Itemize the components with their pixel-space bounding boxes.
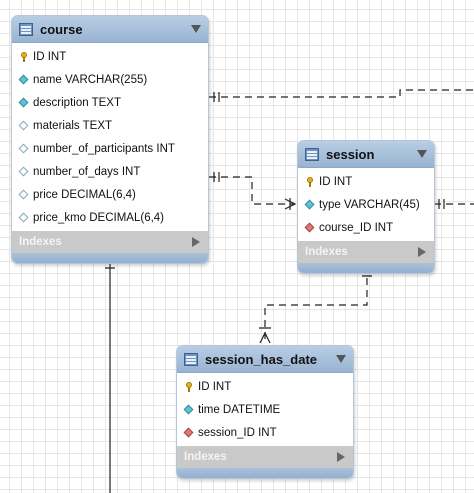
- nullable-diamond-icon: [19, 213, 29, 223]
- not-null-diamond-icon: [184, 405, 194, 415]
- not-null-diamond-icon: [305, 200, 315, 210]
- table-title: course: [40, 21, 83, 37]
- foreign-key-diamond-icon: [184, 428, 194, 438]
- column-row[interactable]: price DECIMAL(6,4): [12, 183, 208, 206]
- indexes-section[interactable]: Indexes: [12, 231, 208, 253]
- table-footer: [12, 253, 208, 263]
- column-label: name VARCHAR(255): [33, 73, 148, 86]
- column-row[interactable]: price_kmo DECIMAL(6,4): [12, 206, 208, 229]
- table-icon: [184, 352, 198, 366]
- collapse-arrow-icon[interactable]: [191, 25, 201, 33]
- collapse-arrow-icon[interactable]: [417, 150, 427, 158]
- many-marker: [259, 327, 271, 344]
- column-label: type VARCHAR(45): [319, 198, 420, 211]
- table-course[interactable]: course ID INT name VARCHAR(255) descript…: [11, 15, 209, 264]
- table-header[interactable]: session: [298, 141, 434, 168]
- collapse-arrow-icon[interactable]: [336, 355, 346, 363]
- relationship-session-sessionhasdate[interactable]: [264, 266, 368, 343]
- one-marker: [438, 199, 445, 209]
- nullable-diamond-icon: [19, 121, 29, 131]
- table-footer: [298, 263, 434, 273]
- column-row[interactable]: type VARCHAR(45): [298, 193, 434, 216]
- expand-arrow-icon[interactable]: [192, 237, 200, 247]
- column-label: price DECIMAL(6,4): [33, 188, 136, 201]
- column-label: session_ID INT: [198, 426, 277, 439]
- column-row[interactable]: number_of_participants INT: [12, 137, 208, 160]
- column-label: ID INT: [319, 175, 353, 188]
- indexes-label: Indexes: [184, 451, 227, 463]
- table-footer: [177, 468, 353, 478]
- not-null-diamond-icon: [19, 98, 29, 108]
- column-label: ID INT: [33, 50, 67, 63]
- column-label: ID INT: [198, 380, 232, 393]
- column-label: price_kmo DECIMAL(6,4): [33, 211, 165, 224]
- indexes-section[interactable]: Indexes: [177, 446, 353, 468]
- table-title: session: [326, 146, 375, 162]
- key-icon: [184, 381, 194, 392]
- column-row[interactable]: course_ID INT: [298, 216, 434, 239]
- indexes-section[interactable]: Indexes: [298, 241, 434, 263]
- column-row[interactable]: name VARCHAR(255): [12, 68, 208, 91]
- column-row[interactable]: session_ID INT: [177, 421, 353, 444]
- column-label: number_of_participants INT: [33, 142, 175, 155]
- table-title: session_has_date: [205, 351, 318, 367]
- table-header[interactable]: course: [12, 16, 208, 43]
- key-icon: [305, 176, 315, 187]
- column-row[interactable]: ID INT: [298, 170, 434, 193]
- column-label: number_of_days INT: [33, 165, 141, 178]
- one-marker: [213, 92, 220, 102]
- column-row[interactable]: time DATETIME: [177, 398, 353, 421]
- nullable-diamond-icon: [19, 144, 29, 154]
- table-icon: [305, 147, 319, 161]
- column-row[interactable]: ID INT: [177, 375, 353, 398]
- indexes-label: Indexes: [19, 236, 62, 248]
- foreign-key-diamond-icon: [305, 223, 315, 233]
- expand-arrow-icon[interactable]: [418, 247, 426, 257]
- table-session-has-date[interactable]: session_has_date ID INT time DATETIME se…: [176, 345, 354, 479]
- column-label: course_ID INT: [319, 221, 394, 234]
- nullable-diamond-icon: [19, 190, 29, 200]
- table-icon: [19, 22, 33, 36]
- column-label: description TEXT: [33, 96, 121, 109]
- one-marker: [213, 172, 220, 182]
- table-session[interactable]: session ID INT type VARCHAR(45) course_I…: [297, 140, 435, 274]
- key-icon: [19, 51, 29, 62]
- many-marker: [284, 198, 297, 210]
- column-row[interactable]: ID INT: [12, 45, 208, 68]
- expand-arrow-icon[interactable]: [337, 452, 345, 462]
- column-row[interactable]: materials TEXT: [12, 114, 208, 137]
- column-row[interactable]: number_of_days INT: [12, 160, 208, 183]
- column-label: time DATETIME: [198, 403, 281, 416]
- relationship-course-offscreen[interactable]: [209, 89, 474, 98]
- relationship-course-session[interactable]: [209, 176, 295, 205]
- column-label: materials TEXT: [33, 119, 113, 132]
- column-row[interactable]: description TEXT: [12, 91, 208, 114]
- nullable-diamond-icon: [19, 167, 29, 177]
- indexes-label: Indexes: [305, 246, 348, 258]
- not-null-diamond-icon: [19, 75, 29, 85]
- table-header[interactable]: session_has_date: [177, 346, 353, 373]
